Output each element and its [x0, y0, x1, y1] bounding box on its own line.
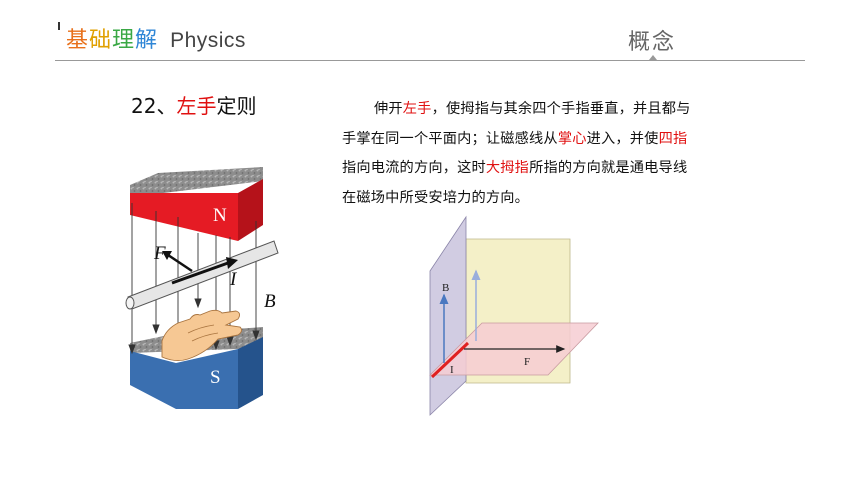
header-title-char-2: 础: [89, 28, 113, 53]
north-magnet-front: [130, 193, 238, 241]
current-wire: [125, 240, 279, 310]
para-text-3: 进入，并使: [586, 130, 659, 147]
north-magnet-side: [238, 179, 263, 241]
current-line: [430, 341, 470, 379]
force-direction-diagram: B I F: [429, 215, 599, 416]
field-label: B: [264, 291, 276, 312]
force-arrow: [162, 251, 193, 273]
header-title-char-1: 基: [66, 28, 90, 53]
header-title-char-3: 理: [112, 28, 136, 53]
header-title: 基础理解 Physics: [66, 22, 246, 54]
para-highlight-3: 四指: [658, 130, 688, 147]
current-label: I: [229, 269, 238, 290]
rule-description: 伸开左手，使拇指与其余四个手指垂直，并且都与手掌在同一个平面内；让磁感线从掌心进…: [342, 95, 694, 213]
north-magnet-texture: [130, 170, 263, 197]
north-label: N: [213, 205, 227, 226]
purple-plane: [429, 215, 467, 416]
para-text-5: 所指的方向就是通电导线在磁场中所受安培力的方向。: [342, 160, 688, 206]
south-label: S: [210, 367, 221, 388]
concept-label: 概念: [628, 30, 677, 55]
f-label: F: [524, 356, 530, 368]
para-highlight-2: 掌心: [557, 130, 587, 147]
header-caret-icon: [649, 55, 657, 60]
para-text-4: 指向电流的方向，这时: [342, 160, 486, 176]
current-arrow: [171, 257, 238, 285]
i-label: I: [450, 364, 454, 376]
left-hand-rule-illustration: N S F I B: [125, 167, 279, 409]
south-magnet-front: [130, 349, 238, 409]
section-number: 22、: [131, 94, 177, 118]
section-title-highlight: 左手: [176, 94, 217, 118]
section-title-rest: 定则: [216, 94, 257, 118]
para-text-1: 伸开: [374, 101, 403, 117]
force-label: F: [153, 243, 166, 264]
para-highlight-1: 左手: [402, 101, 432, 117]
header-tick: [58, 22, 60, 30]
b-label: B: [442, 282, 449, 294]
header-divider: [55, 60, 805, 61]
south-magnet-side: [238, 337, 263, 409]
header-title-char-4: 解: [135, 28, 159, 53]
section-heading: 22、左手定则: [131, 90, 256, 119]
header-subtitle: Physics: [170, 29, 246, 52]
para-text-2: ，使拇指与其余四个手指垂直，并且都与手掌在同一个平面内；让磁感线从: [342, 101, 691, 147]
para-highlight-4: 大拇指: [485, 160, 530, 176]
hand-illustration: [161, 309, 243, 362]
